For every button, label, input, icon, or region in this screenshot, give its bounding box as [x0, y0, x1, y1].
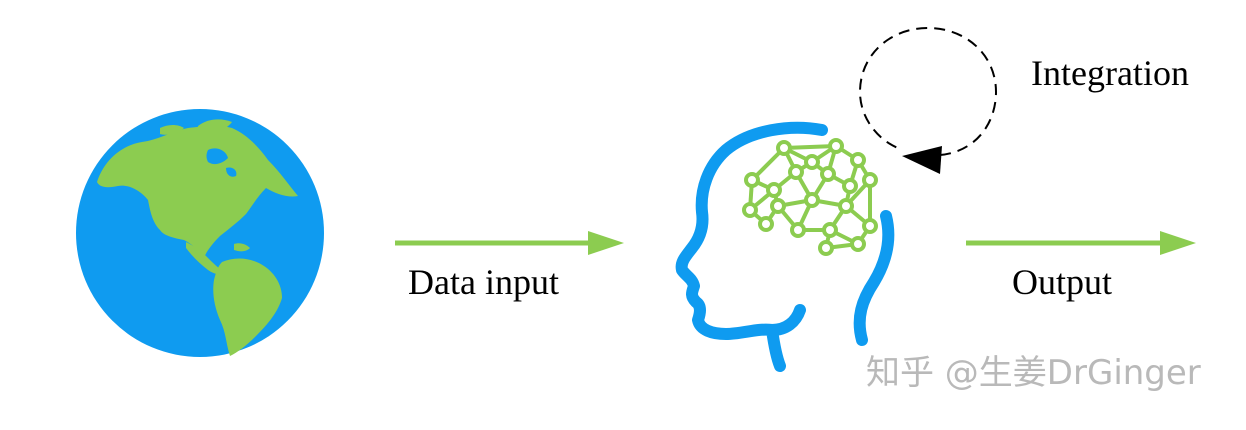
- network-node: [742, 202, 758, 218]
- output-label: Output: [1012, 262, 1113, 302]
- data-input-arrow: [395, 231, 624, 255]
- integration-loop-arrowhead: [902, 146, 942, 174]
- network-node: [776, 140, 792, 156]
- network-node: [770, 198, 786, 214]
- network-node: [818, 240, 834, 256]
- globe-caribbean-islands: [234, 243, 250, 252]
- output-arrow-head: [1160, 231, 1196, 255]
- dashed-cycle-arrow-icon: [858, 26, 998, 174]
- globe-continent-north-america: [97, 125, 298, 258]
- network-node: [862, 218, 878, 234]
- network-node: [758, 216, 774, 232]
- output-arrow: [966, 231, 1196, 255]
- data-input-arrow-head: [588, 231, 624, 255]
- network-node: [744, 172, 760, 188]
- network-node: [862, 172, 878, 188]
- neural-network-nodes: [742, 138, 878, 256]
- integration-loop-path: [858, 26, 998, 156]
- globe-continent-central-america: [186, 242, 224, 275]
- network-node: [804, 192, 820, 208]
- globe-island-greenland: [197, 119, 232, 134]
- network-node: [850, 152, 866, 168]
- globe-great-lakes: [226, 167, 237, 177]
- data-input-label: Data input: [408, 262, 559, 302]
- watermark-text: 知乎 @生姜DrGinger: [866, 353, 1201, 393]
- network-node: [842, 178, 858, 194]
- network-node: [790, 222, 806, 238]
- earth-globe-icon: [76, 109, 324, 357]
- network-node: [828, 138, 844, 154]
- network-node: [788, 164, 804, 180]
- head-with-neural-network-icon: [675, 121, 895, 372]
- head-outline-back: [853, 210, 895, 346]
- globe-island-arctic: [160, 125, 184, 135]
- network-node: [850, 236, 866, 252]
- network-node: [820, 166, 836, 182]
- globe-continent-south-america: [213, 258, 282, 356]
- network-node: [822, 222, 838, 238]
- integration-label: Integration: [1031, 53, 1189, 93]
- globe-hudson-bay: [206, 148, 228, 165]
- network-node: [804, 154, 820, 170]
- head-outline-front: [675, 121, 828, 372]
- head-outline-neck: [766, 304, 806, 336]
- network-node: [838, 198, 854, 214]
- network-node: [766, 182, 782, 198]
